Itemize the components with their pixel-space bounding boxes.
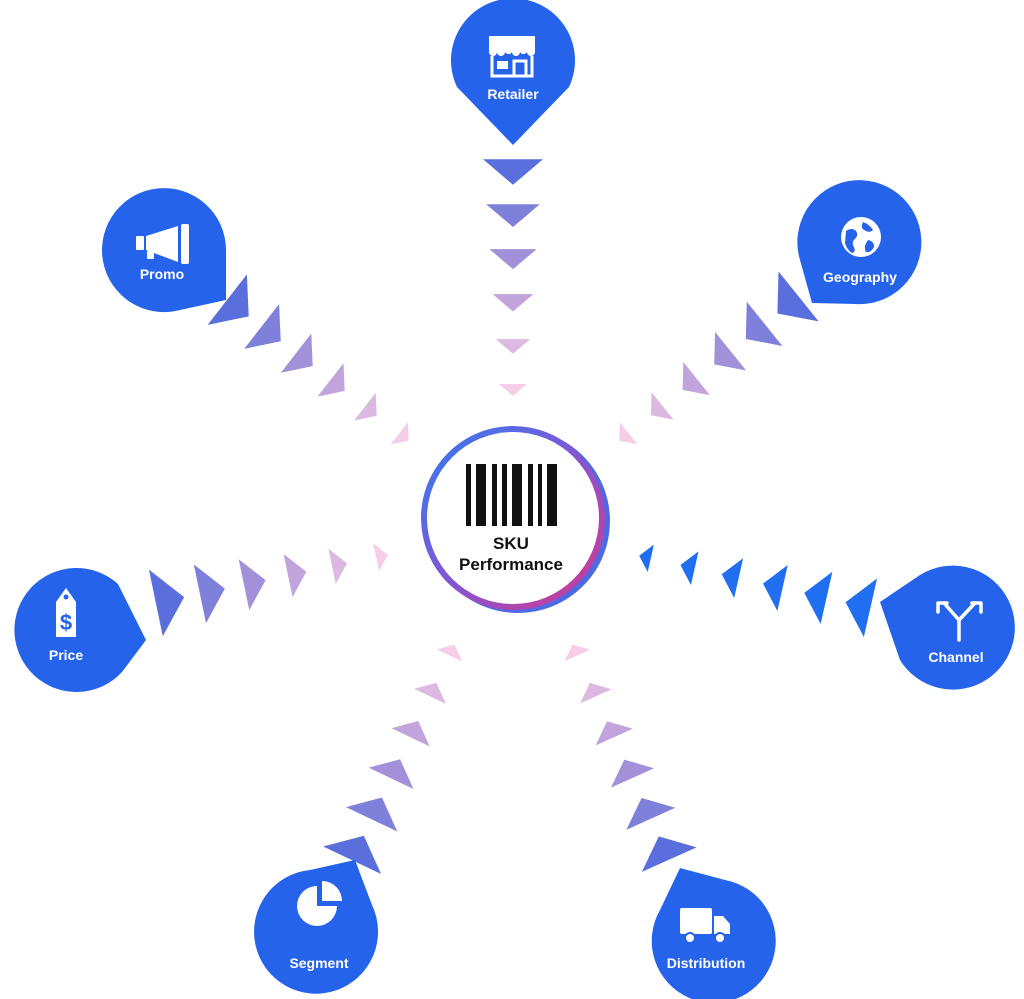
pin-label-distribution: Distribution bbox=[667, 955, 746, 971]
arrow-chevron bbox=[714, 331, 747, 371]
arrow-chevron bbox=[639, 544, 654, 572]
arrow-chevron bbox=[368, 759, 414, 789]
arrow-chevron bbox=[763, 564, 788, 612]
arrow-chevron bbox=[436, 644, 463, 662]
pin-shape bbox=[651, 868, 776, 999]
arrow-chain-promo bbox=[207, 274, 409, 445]
arrow-chevron bbox=[804, 571, 833, 625]
split-arrow-icon bbox=[936, 601, 983, 642]
arrow-chevron bbox=[486, 204, 540, 227]
arrow-chevron bbox=[373, 543, 388, 571]
arrow-chevron bbox=[641, 836, 697, 872]
arrow-chevron bbox=[283, 553, 307, 598]
category-pins: Retailer Geography Channel bbox=[14, 0, 1015, 999]
arrow-chain-price bbox=[148, 543, 388, 637]
arrow-chevron bbox=[317, 363, 345, 397]
arrow-chevron bbox=[391, 721, 430, 747]
arrow-chevron bbox=[328, 548, 348, 584]
pin-promo[interactable]: Promo bbox=[102, 188, 226, 313]
pin-retailer[interactable]: Retailer bbox=[451, 0, 575, 145]
megaphone-icon bbox=[136, 224, 189, 264]
arrow-chevron bbox=[626, 798, 676, 830]
truck-icon bbox=[680, 908, 730, 944]
arrow-chevron bbox=[619, 422, 638, 445]
pin-channel[interactable]: Channel bbox=[880, 565, 1015, 690]
arrow-chevron bbox=[489, 249, 537, 270]
barcode-icon bbox=[466, 464, 557, 526]
pin-label-channel: Channel bbox=[928, 649, 983, 665]
arrow-chevron bbox=[354, 392, 377, 421]
arrow-chevron bbox=[680, 551, 699, 585]
arrow-chain-geography bbox=[619, 271, 819, 445]
arrow-chevron bbox=[721, 558, 744, 599]
pin-shape bbox=[254, 860, 379, 994]
price-tag-icon: $ bbox=[56, 588, 76, 637]
arrow-chevron bbox=[745, 301, 783, 346]
arrow-chevron bbox=[280, 333, 313, 373]
arrow-chevron bbox=[595, 721, 633, 746]
arrow-chain-retailer bbox=[483, 159, 543, 396]
arrow-chevron bbox=[492, 294, 534, 312]
arrow-chevron bbox=[207, 274, 249, 325]
arrow-chevron bbox=[323, 835, 382, 875]
center-title-line2: Performance bbox=[459, 555, 563, 574]
arrow-chevron bbox=[414, 682, 446, 704]
arrow-chevron bbox=[650, 392, 674, 420]
arrow-chain-distribution bbox=[564, 644, 697, 872]
arrow-chevron bbox=[682, 362, 710, 396]
arrow-chevron bbox=[483, 159, 543, 185]
pin-label-geography: Geography bbox=[823, 269, 897, 285]
center-hub: SKU Performance bbox=[421, 426, 610, 613]
arrow-chevron bbox=[148, 569, 185, 637]
pin-label-retailer: Retailer bbox=[487, 86, 539, 102]
arrow-chevron bbox=[777, 271, 819, 322]
arrow-chain-segment bbox=[323, 644, 463, 875]
arrow-chevron bbox=[610, 759, 655, 788]
center-title-line1: SKU bbox=[493, 534, 529, 553]
arrow-chevron bbox=[345, 797, 398, 832]
arrow-chevron bbox=[390, 422, 409, 445]
storefront-icon bbox=[489, 36, 535, 78]
pin-geography[interactable]: Geography bbox=[797, 180, 922, 305]
svg-text:$: $ bbox=[60, 610, 72, 635]
arrow-chevron bbox=[564, 644, 591, 662]
pin-label-promo: Promo bbox=[140, 266, 184, 282]
globe-icon bbox=[841, 217, 881, 257]
arrow-chevron bbox=[495, 339, 531, 354]
arrow-chevron bbox=[238, 559, 266, 611]
arrow-chevron bbox=[244, 303, 281, 349]
pin-shape bbox=[880, 565, 1015, 690]
arrow-chevron bbox=[580, 682, 612, 704]
arrow-chevron bbox=[845, 578, 878, 638]
arrow-chevron bbox=[193, 564, 225, 624]
pin-price[interactable]: $ Price bbox=[14, 567, 146, 692]
pie-chart-icon bbox=[297, 881, 342, 926]
pin-label-price: Price bbox=[49, 647, 83, 663]
pin-label-segment: Segment bbox=[289, 955, 348, 971]
arrow-chain-channel bbox=[639, 544, 878, 638]
arrow-chevron bbox=[499, 384, 527, 396]
arrow-chains bbox=[148, 159, 878, 875]
pin-shape bbox=[14, 567, 146, 692]
pin-segment[interactable]: Segment bbox=[254, 860, 379, 994]
pin-distribution[interactable]: Distribution bbox=[651, 868, 776, 999]
